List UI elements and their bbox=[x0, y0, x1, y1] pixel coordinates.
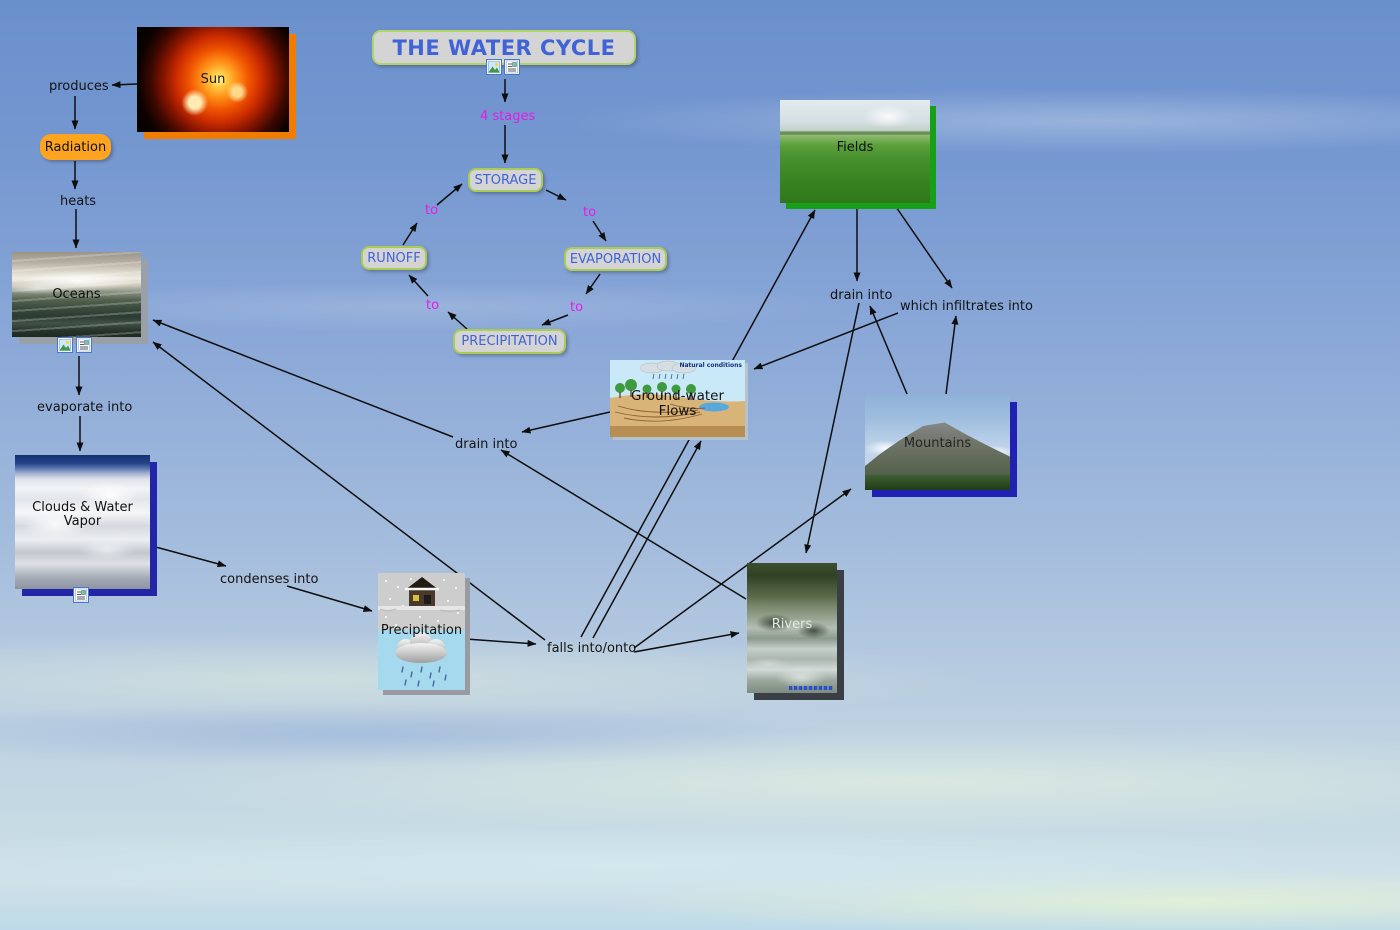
link-falls-into-onto-to-rivers[interactable] bbox=[633, 631, 740, 653]
concept-precipitation-image[interactable]: Precipitation bbox=[378, 573, 465, 690]
clouds-label-line1: Clouds & Water bbox=[32, 499, 133, 515]
evaporation-label: EVAPORATION bbox=[569, 251, 662, 267]
link-precipitation-stage-to-to-3[interactable] bbox=[447, 311, 468, 330]
link-condenses-into-to-precipitation[interactable] bbox=[286, 585, 373, 612]
concept-runoff[interactable]: RUNOFF bbox=[361, 246, 427, 270]
clouds-photo bbox=[15, 455, 150, 589]
groundwater-label: Ground-water Flows bbox=[631, 388, 724, 419]
runoff-label: RUNOFF bbox=[367, 250, 421, 266]
concept-clouds-image[interactable]: Clouds & Water Vapor bbox=[15, 455, 150, 589]
linking-which-infiltrates-into[interactable]: which infiltrates into bbox=[900, 299, 1033, 314]
link-rivers-to-drain-into-mid[interactable] bbox=[500, 449, 747, 600]
oceans-label: Oceans bbox=[52, 286, 101, 302]
sun-label: Sun bbox=[200, 72, 226, 88]
groundwater-corner-note: Natural conditions bbox=[679, 362, 742, 369]
concept-radiation[interactable]: Radiation bbox=[40, 134, 111, 160]
linking-evaporate-into[interactable]: evaporate into bbox=[37, 400, 133, 415]
link-runoff-to-to-4[interactable] bbox=[402, 222, 418, 246]
fields-photo bbox=[780, 100, 930, 203]
linking-drain-into-right[interactable]: drain into bbox=[830, 288, 893, 303]
linking-heats[interactable]: heats bbox=[60, 194, 97, 209]
sun-photo bbox=[137, 27, 289, 132]
mountains-photo bbox=[865, 395, 1010, 490]
mountains-label: Mountains bbox=[903, 435, 972, 451]
precipitation-stage-label: PRECIPITATION bbox=[461, 334, 558, 349]
concept-storage[interactable]: STORAGE bbox=[468, 168, 543, 192]
linking-to-1[interactable]: to bbox=[583, 205, 597, 220]
link-to-3-to-runoff[interactable] bbox=[408, 274, 429, 297]
linking-falls-into-onto[interactable]: falls into/onto bbox=[547, 641, 637, 656]
rivers-photo-caption bbox=[789, 686, 833, 690]
precipitation-image-label: Precipitation bbox=[380, 623, 463, 639]
linking-drain-into-mid[interactable]: drain into bbox=[455, 437, 518, 452]
link-drain-into-mid-to-oceans[interactable] bbox=[152, 319, 454, 438]
linking-condenses-into[interactable]: condenses into bbox=[220, 572, 319, 587]
rivers-label: Rivers bbox=[771, 616, 813, 632]
link-which-infiltrates-into-to-groundwater[interactable] bbox=[753, 312, 899, 370]
link-precipitation-to-falls-into-onto[interactable] bbox=[465, 638, 537, 647]
concept-precipitation-stage[interactable]: PRECIPITATION bbox=[453, 329, 566, 354]
text-resource-icon[interactable] bbox=[504, 59, 520, 75]
concept-groundwater-image[interactable]: Natural conditions Ground-water Flows bbox=[610, 360, 745, 437]
oceans-photo bbox=[12, 252, 141, 337]
link-drain-into-right-to-rivers[interactable] bbox=[804, 302, 860, 554]
link-evaporation-stage-to-to-2[interactable] bbox=[585, 273, 601, 295]
linking-produces[interactable]: produces bbox=[49, 79, 109, 94]
link-storage-to-to-1[interactable] bbox=[545, 189, 567, 201]
link-fields-to-which-infiltrates-into[interactable] bbox=[893, 203, 953, 289]
clouds-resource-icons bbox=[73, 587, 89, 603]
link-mountains-to-which-infiltrates-into[interactable] bbox=[945, 315, 959, 395]
link-to-1-to-evaporation-stage[interactable] bbox=[592, 220, 607, 242]
linking-to-4[interactable]: to bbox=[425, 203, 439, 218]
title-resource-icons bbox=[486, 59, 520, 75]
mountain-foreground bbox=[865, 474, 1010, 490]
radiation-label: Radiation bbox=[44, 139, 107, 155]
link-sun-to-produces[interactable] bbox=[111, 81, 138, 89]
fields-label: Fields bbox=[836, 140, 874, 156]
link-to-4-to-storage[interactable] bbox=[436, 183, 463, 206]
image-resource-icon[interactable] bbox=[486, 59, 502, 75]
text-resource-icon[interactable] bbox=[73, 587, 89, 603]
linking-to-2[interactable]: to bbox=[570, 300, 584, 315]
clouds-label-line2: Vapor bbox=[63, 513, 102, 529]
oceans-resource-icons bbox=[57, 337, 92, 353]
link-mountains-to-drain-into-right[interactable] bbox=[869, 305, 908, 395]
concept-rivers-image[interactable]: Rivers bbox=[747, 563, 837, 693]
link-to-2-to-precipitation-stage[interactable] bbox=[541, 314, 569, 326]
clouds-label: Clouds & Water Vapor bbox=[15, 499, 150, 529]
link-falls-into-onto-to-groundwater[interactable] bbox=[592, 440, 702, 639]
link-falls-into-onto-to-oceans[interactable] bbox=[152, 341, 546, 641]
link-clouds-to-condenses-into[interactable] bbox=[151, 545, 227, 568]
concept-sun-image[interactable]: Sun bbox=[137, 27, 289, 132]
linking-four-stages[interactable]: 4 stages bbox=[480, 109, 536, 124]
storage-label: STORAGE bbox=[474, 172, 537, 188]
image-resource-icon[interactable] bbox=[57, 337, 73, 353]
concept-fields-image[interactable]: Fields bbox=[780, 100, 930, 203]
link-groundwater-to-drain-into-mid[interactable] bbox=[521, 411, 611, 434]
linking-to-3[interactable]: to bbox=[426, 298, 440, 313]
map-title-text: THE WATER CYCLE bbox=[392, 35, 616, 60]
concept-mountains-image[interactable]: Mountains bbox=[865, 395, 1010, 490]
concept-oceans-image[interactable]: Oceans bbox=[12, 252, 141, 337]
concept-evaporation[interactable]: EVAPORATION bbox=[564, 247, 667, 271]
text-resource-icon[interactable] bbox=[76, 337, 92, 353]
